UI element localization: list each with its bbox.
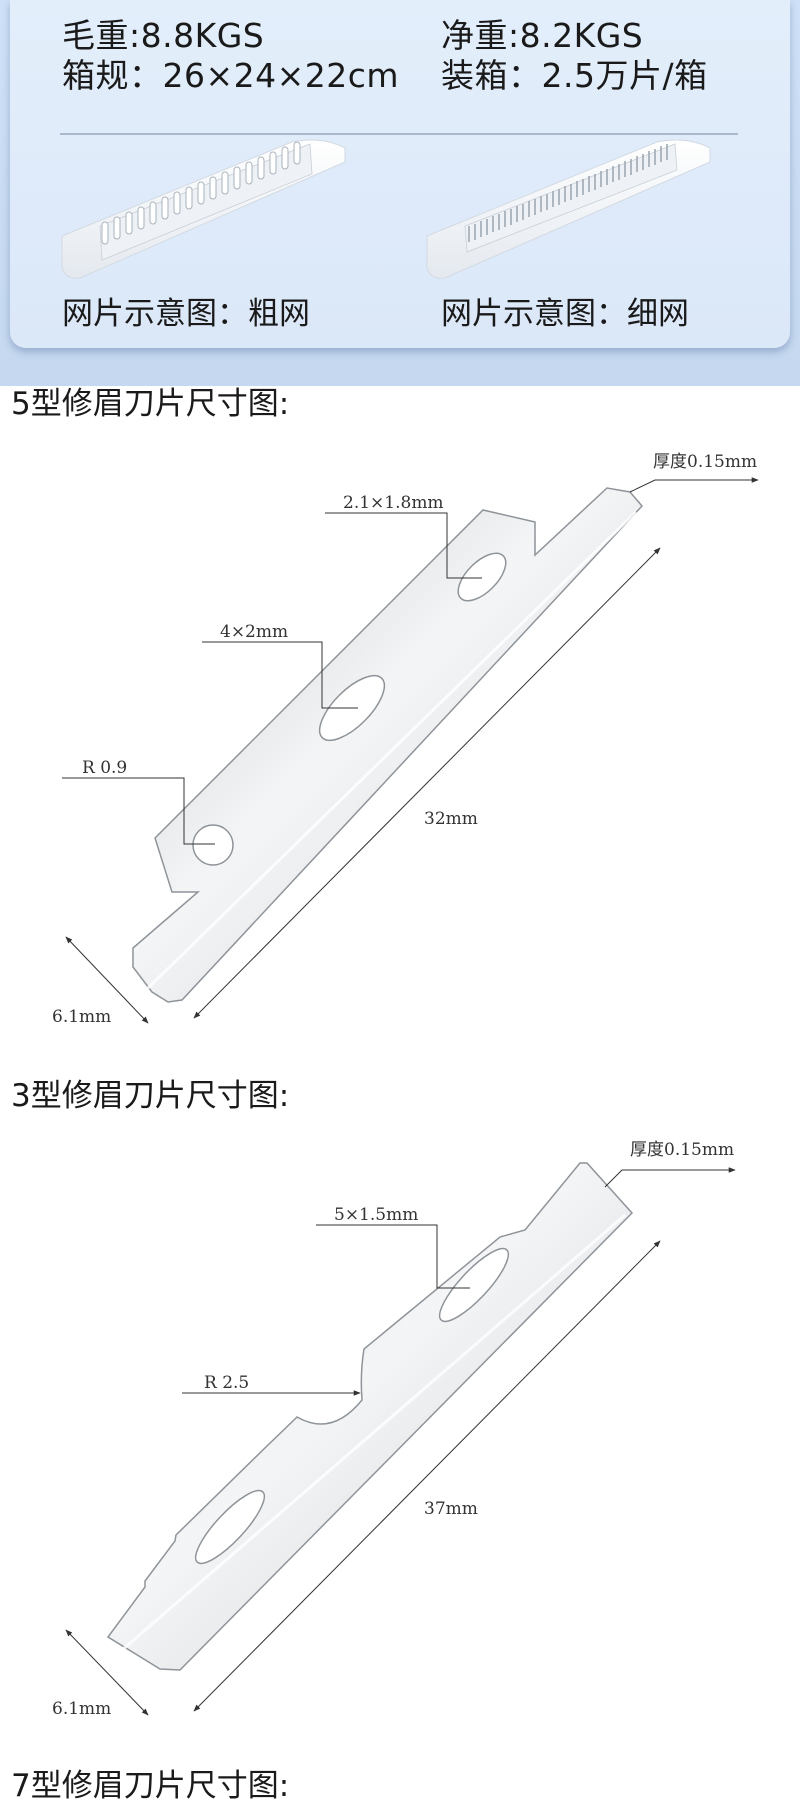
coarse-mesh-caption: 网片示意图：粗网 <box>62 296 310 332</box>
net-weight: 净重:8.2KGS <box>441 16 644 55</box>
blade3-length-label: 37mm <box>424 1499 478 1519</box>
gross-weight: 毛重:8.8KGS <box>62 16 265 55</box>
blade5-diagram: 厚度0.15mm 2.1×1.8mm 4×2mm R 0.9 32mm 6.1m… <box>52 452 759 1027</box>
blade3-thickness-label: 厚度0.15mm <box>630 1140 734 1160</box>
box-size: 箱规：26×24×22cm <box>62 56 400 95</box>
blade3-width-label: 6.1mm <box>52 1699 111 1719</box>
blade5-title: 5型修眉刀片尺寸图: <box>11 386 290 422</box>
blade5-thickness-label: 厚度0.15mm <box>653 452 757 472</box>
blade3-slot-label: 5×1.5mm <box>334 1205 418 1225</box>
blade5-hole <box>192 824 234 866</box>
blade5-length-label: 32mm <box>424 809 478 829</box>
blade3-diagram: 厚度0.15mm 5×1.5mm R 2.5 37mm 6.1mm <box>52 1140 736 1719</box>
blade5-width-label: 6.1mm <box>52 1007 111 1027</box>
blade3-radius-label: R 2.5 <box>204 1373 249 1393</box>
blade5-body <box>132 487 644 1003</box>
blade5-radius-label: R 0.9 <box>82 758 127 778</box>
coarse-mesh-image <box>61 139 346 279</box>
blade7-title: 7型修眉刀片尺寸图: <box>11 1768 290 1804</box>
blade5-slot-top-label: 2.1×1.8mm <box>343 493 444 513</box>
blade3-title: 3型修眉刀片尺寸图: <box>11 1078 290 1114</box>
packing-qty: 装箱：2.5万片/箱 <box>441 56 708 95</box>
fine-mesh-caption: 网片示意图：细网 <box>441 296 689 332</box>
spec-divider <box>60 133 738 135</box>
blade5-slot-mid-label: 4×2mm <box>220 622 288 642</box>
fine-mesh-image <box>426 139 711 279</box>
